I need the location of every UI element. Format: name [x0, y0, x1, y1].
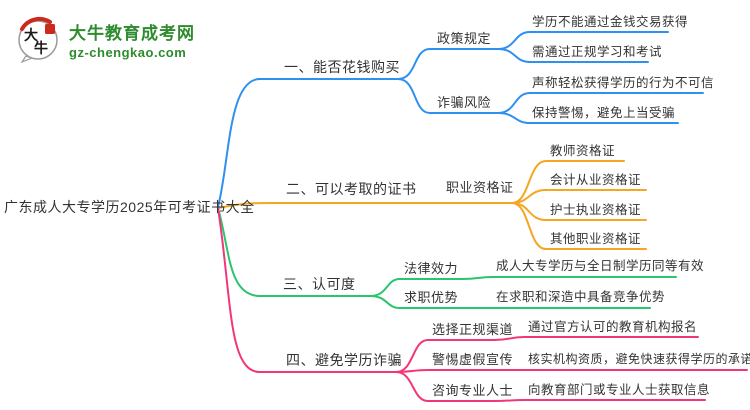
svg-text:大: 大 — [24, 27, 38, 43]
root-node: 广东成人大专学历2025年可考证书大全 — [4, 199, 255, 215]
leaf-node: 护士执业资格证 — [550, 203, 642, 217]
sub-node-consult-experts: 咨询专业人士 — [432, 383, 514, 398]
leaf-node: 需通过正规学习和考试 — [532, 45, 663, 59]
leaf-node: 成人大专学历与全日制学历同等有效 — [496, 259, 705, 273]
sub-node-beware-ads: 警惕虚假宣传 — [432, 352, 514, 367]
leaf-node: 学历不能通过金钱交易获得 — [532, 15, 689, 29]
site-name: 大牛教育成考网 — [69, 23, 195, 43]
branch-node-recognition: 三、认可度 — [283, 276, 356, 292]
sub-node-fraud-risk: 诈骗风险 — [437, 95, 492, 110]
leaf-node: 声称轻松获得学历的行为不可信 — [532, 76, 715, 90]
sub-node-job-advantage: 求职优势 — [404, 290, 459, 305]
leaf-node: 在求职和深造中具备竞争优势 — [496, 290, 666, 304]
svg-text:牛: 牛 — [34, 40, 48, 56]
leaf-node: 会计从业资格证 — [550, 173, 642, 187]
leaf-node: 通过官方认可的教育机构报名 — [528, 320, 698, 334]
leaf-node: 核实机构资质，避免快速获得学历的承诺 — [528, 352, 750, 366]
leaf-node: 其他职业资格证 — [550, 232, 642, 246]
branch-node-can-buy: 一、能否花钱购买 — [284, 59, 400, 75]
sub-node-policy: 政策规定 — [437, 31, 492, 46]
branch-node-certificates: 二、可以考取的证书 — [286, 181, 417, 197]
sub-node-legal-effect: 法律效力 — [404, 261, 459, 276]
leaf-node: 向教育部门或专业人士获取信息 — [528, 383, 711, 397]
leaf-node: 保持警惕，避免上当受骗 — [532, 106, 676, 120]
daniu-logo-icon: 大 牛 — [18, 16, 58, 63]
branch-4-lines — [217, 207, 748, 402]
site-logo: 大 牛 大牛教育成考网 gz-chengkao.com — [14, 15, 195, 63]
sub-node-official-channel: 选择正规渠道 — [432, 322, 514, 337]
branch-node-avoid-fraud: 四、避免学历诈骗 — [286, 352, 402, 368]
leaf-node: 教师资格证 — [550, 144, 616, 158]
site-url: gz-chengkao.com — [69, 44, 187, 60]
sub-node-vocational-cert: 职业资格证 — [446, 180, 514, 195]
